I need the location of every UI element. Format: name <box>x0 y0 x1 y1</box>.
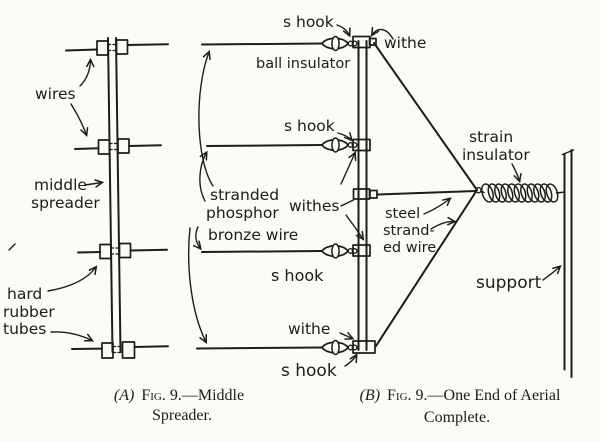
steel-arrow-1 <box>423 197 452 215</box>
support-pole <box>561 149 575 378</box>
strain-insulator-coil <box>480 183 564 203</box>
label-ed-wire: ed wire <box>383 240 436 256</box>
label-withes: withes <box>289 197 340 215</box>
label-ball-insulator: ball insulator <box>256 56 350 72</box>
bronze-arrow-wire4 <box>188 227 207 344</box>
withes-arrow-up <box>340 151 357 185</box>
stray-mark <box>8 243 16 251</box>
figure-b-aerial-drawing: s hook withe ball insulator s hook stran… <box>188 13 575 426</box>
label-s-hook-bottom: s hook <box>281 361 337 381</box>
antenna-wire-2 <box>206 137 358 153</box>
label-s-hook-top: s hook <box>283 13 334 31</box>
wire-row-1 <box>65 39 169 56</box>
wire-row-4 <box>71 341 169 359</box>
label-hard-rubber-2: rubber <box>3 303 55 321</box>
steel-arrow-2 <box>430 216 457 230</box>
label-stranded: stranded <box>210 186 279 204</box>
middle-spreader-arrow <box>84 179 105 188</box>
aerial-spreader-bar <box>357 40 368 351</box>
support-arrow <box>542 265 562 281</box>
steel-bridle-wires <box>373 42 482 347</box>
caption-b-line2: Complete. <box>424 409 490 426</box>
label-strain: strain <box>469 128 513 146</box>
label-withe-top: withe <box>384 34 426 52</box>
label-wires: wires <box>35 85 76 103</box>
label-phosphor: phosphor <box>206 204 279 222</box>
wire-row-3 <box>77 242 168 260</box>
antenna-wire-3 <box>201 243 358 259</box>
label-steel: steel <box>385 206 420 222</box>
label-s-hook-lower: s hook <box>271 266 324 285</box>
s-hook-bottom-arrow <box>344 353 358 367</box>
antenna-wire-1 <box>201 35 358 52</box>
wire-row-2 <box>74 138 162 155</box>
rubber-arrow-up <box>47 265 98 292</box>
withes-dash <box>340 199 355 207</box>
withe-bottom-dash <box>339 331 355 340</box>
label-strand: strand- <box>383 223 435 239</box>
spreader-bar <box>107 37 122 353</box>
rubber-arrow-down <box>50 331 94 342</box>
strain-insulator-arrow <box>511 163 522 184</box>
wires-arrow-down <box>70 103 89 138</box>
s-hook-mid-arrow <box>337 132 353 142</box>
s-hook-top-arrow <box>336 24 351 38</box>
caption-b-line1: (B)Fig. 9.—One End of Aerial <box>360 387 561 404</box>
label-strain-insulator: insulator <box>462 146 530 164</box>
label-withe-bottom: withe <box>288 320 330 338</box>
label-hard-rubber-3: tubes <box>3 320 46 338</box>
bronze-arrow-wire3 <box>192 226 202 251</box>
caption-a-line2: Spreader. <box>152 407 212 424</box>
label-support: support <box>476 273 542 293</box>
label-middle-spreader-1: middle <box>34 176 87 194</box>
bronze-arrow-wire1 <box>198 49 214 187</box>
wires-arrow-up <box>79 57 95 87</box>
label-bronze-wire: bronze wire <box>208 226 298 244</box>
withe-lashings <box>352 35 378 354</box>
label-s-hook-mid: s hook <box>284 117 335 135</box>
withes-arrow-down <box>345 214 365 241</box>
label-middle-spreader-2: spreader <box>31 194 100 212</box>
antenna-wire-4 <box>196 339 358 356</box>
bronze-arrow-wire2 <box>199 150 208 202</box>
caption-a-line1: (A)Fig. 9.—Middle <box>114 387 244 404</box>
withe-top-arrow <box>370 26 394 40</box>
label-hard-rubber-1: hard <box>7 285 42 303</box>
figure-a-spreader-drawing: wires middle spreader hard rubber tubes … <box>3 37 244 424</box>
